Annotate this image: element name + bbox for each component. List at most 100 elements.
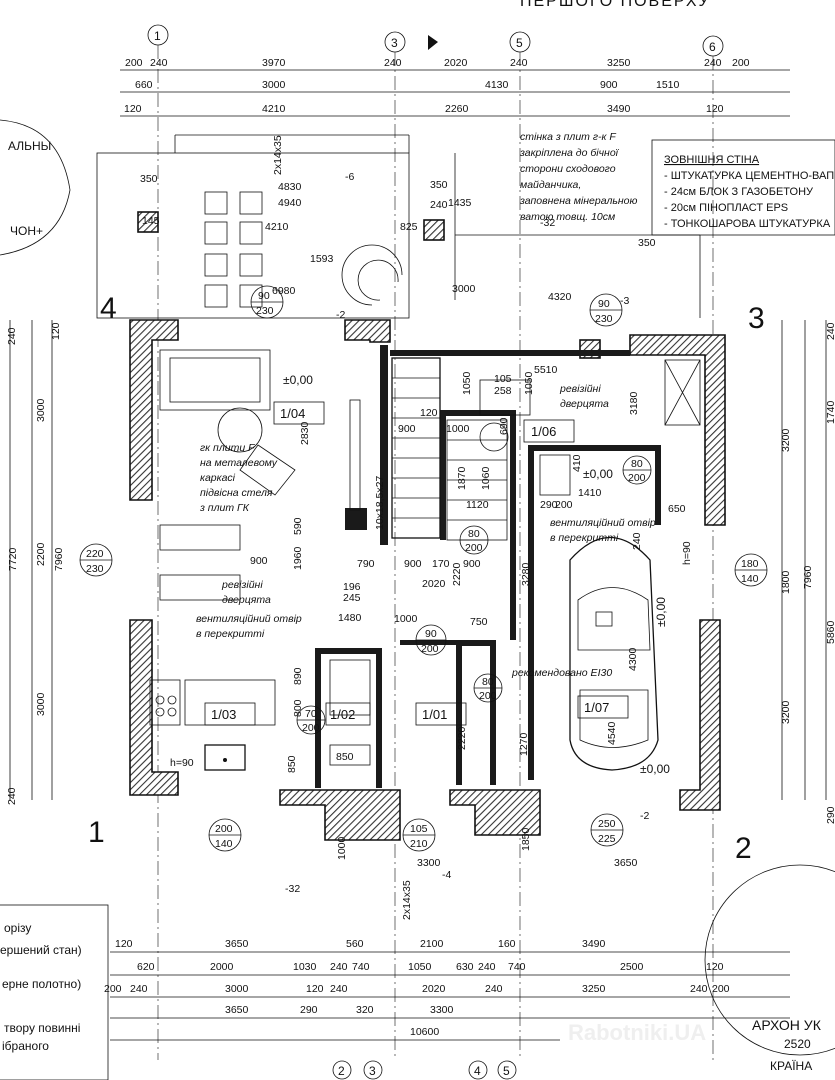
svg-text:145: 145 — [142, 215, 160, 227]
svg-text:3000: 3000 — [262, 79, 286, 91]
svg-text:660: 660 — [135, 79, 153, 91]
svg-text:900: 900 — [250, 555, 268, 567]
furniture — [149, 349, 701, 771]
svg-text:4320: 4320 — [548, 291, 572, 303]
svg-text:-2: -2 — [640, 810, 649, 822]
svg-text:200: 200 — [465, 542, 483, 554]
svg-text:120: 120 — [50, 322, 62, 340]
svg-text:3300: 3300 — [430, 1004, 454, 1016]
svg-text:1593: 1593 — [310, 253, 334, 265]
svg-text:230: 230 — [256, 305, 274, 317]
svg-text:h=90: h=90 — [170, 757, 194, 769]
outer-wall-spec: ЗОВНІШНЯ СТІНА - ШТУКАТУРКА ЦЕМЕНТНО-ВАП… — [651, 139, 835, 236]
svg-text:ЗОВНІШНЯ СТІНА: ЗОВНІШНЯ СТІНА — [664, 154, 760, 166]
svg-text:230: 230 — [595, 313, 613, 325]
svg-text:120: 120 — [706, 961, 724, 973]
svg-text:сторони сходового: сторони сходового — [520, 163, 616, 175]
svg-text:1740: 1740 — [825, 400, 835, 424]
svg-text:825: 825 — [400, 221, 418, 233]
svg-text:240: 240 — [478, 961, 496, 973]
svg-text:1000: 1000 — [446, 423, 470, 435]
svg-text:2220: 2220 — [456, 726, 468, 750]
room-1-03: 1/03 — [211, 707, 236, 722]
svg-text:1120: 1120 — [466, 499, 489, 511]
svg-text:орізу: орізу — [4, 921, 31, 935]
svg-text:1435: 1435 — [448, 197, 472, 209]
interior-walls — [315, 345, 661, 788]
svg-text:3250: 3250 — [582, 983, 606, 995]
svg-text:ерне полотно): ерне полотно) — [2, 977, 81, 991]
svg-text:1000: 1000 — [336, 836, 348, 860]
svg-text:80: 80 — [468, 528, 480, 540]
interior-dimensions: 900 105 258 5510 3180 196 245 1480 1000 … — [250, 135, 686, 920]
svg-text:6980: 6980 — [272, 285, 296, 297]
svg-text:200: 200 — [302, 722, 320, 734]
svg-text:200: 200 — [125, 57, 143, 69]
svg-text:1960: 1960 — [292, 546, 304, 570]
svg-text:4210: 4210 — [262, 103, 286, 115]
svg-text:250: 250 — [598, 818, 616, 830]
svg-text:±0,00: ±0,00 — [583, 467, 613, 481]
svg-text:1050: 1050 — [461, 371, 473, 395]
sheet-title-fragment: ПЕРШОГО ПОВЕРХУ — [520, 0, 711, 10]
svg-text:заповнена мінеральною: заповнена мінеральною — [519, 195, 638, 207]
svg-text:3000: 3000 — [452, 283, 476, 295]
svg-text:225: 225 — [598, 833, 616, 845]
svg-text:дверцята: дверцята — [222, 594, 271, 606]
axis-6: 6 — [709, 40, 716, 54]
bottom-dimensions: 120 3650 560 2100 160 3490 620 2000 1030… — [104, 938, 790, 1041]
svg-text:твору повинні: твору повинні — [4, 1021, 80, 1035]
svg-text:900: 900 — [398, 423, 416, 435]
svg-text:1270: 1270 — [518, 732, 530, 756]
svg-text:3280: 3280 — [520, 562, 532, 586]
room-1-06: 1/06 — [531, 424, 556, 439]
svg-text:1410: 1410 — [578, 487, 602, 499]
svg-text:2260: 2260 — [445, 103, 469, 115]
svg-text:ЧОН+: ЧОН+ — [10, 224, 43, 238]
svg-text:1800: 1800 — [780, 570, 792, 594]
svg-text:240: 240 — [150, 57, 168, 69]
svg-text:240: 240 — [430, 199, 448, 211]
svg-text:590: 590 — [292, 517, 304, 535]
svg-text:2x14x35: 2x14x35 — [272, 135, 284, 175]
svg-text:350: 350 — [638, 237, 656, 249]
svg-text:140: 140 — [741, 573, 759, 585]
svg-text:підвісна стеля: підвісна стеля — [200, 487, 273, 499]
svg-text:258: 258 — [494, 385, 512, 397]
svg-text:3: 3 — [369, 1064, 376, 1078]
svg-text:90: 90 — [598, 298, 610, 310]
stamp-right: АРХОН УК КРАЇНА 2520 — [704, 864, 835, 1073]
svg-text:7960: 7960 — [53, 547, 65, 571]
svg-text:2830: 2830 — [299, 421, 311, 445]
right-dimensions: 240 1740 3200 1800 7960 5860 3200 290 — [780, 320, 835, 824]
svg-text:-6: -6 — [345, 171, 354, 183]
svg-text:ревізійні: ревізійні — [559, 383, 601, 395]
svg-text:1850: 1850 — [520, 827, 532, 851]
svg-text:3490: 3490 — [607, 103, 631, 115]
svg-text:-32: -32 — [540, 217, 555, 229]
svg-text:630: 630 — [456, 961, 474, 973]
corner-label-2: 2 — [735, 832, 752, 865]
exterior-walls — [129, 319, 726, 841]
svg-text:690: 690 — [498, 417, 510, 435]
svg-text:- ТОНКОШАРОВА ШТУКАТУРКА: - ТОНКОШАРОВА ШТУКАТУРКА — [664, 218, 831, 230]
svg-text:3650: 3650 — [225, 1004, 249, 1016]
room-1-04: 1/04 — [280, 406, 305, 421]
svg-text:3200: 3200 — [780, 700, 792, 724]
svg-text:АРХОН УК: АРХОН УК — [752, 1017, 822, 1033]
svg-text:ібраного: ібраного — [2, 1039, 49, 1053]
svg-text:850: 850 — [286, 755, 298, 773]
svg-text:3650: 3650 — [225, 938, 249, 950]
svg-text:майданчика,: майданчика, — [520, 179, 581, 191]
svg-text:740: 740 — [352, 961, 370, 973]
svg-text:200: 200 — [628, 472, 646, 484]
svg-text:290: 290 — [540, 499, 558, 511]
svg-text:ревізійні: ревізійні — [221, 579, 263, 591]
svg-text:900: 900 — [600, 79, 618, 91]
svg-text:410: 410 — [571, 454, 583, 472]
svg-text:2020: 2020 — [444, 57, 468, 69]
room-1-01: 1/01 — [422, 707, 447, 722]
svg-text:-2: -2 — [336, 309, 345, 321]
svg-text:вентиляційний отвір: вентиляційний отвір — [550, 517, 656, 529]
svg-text:200: 200 — [712, 983, 730, 995]
